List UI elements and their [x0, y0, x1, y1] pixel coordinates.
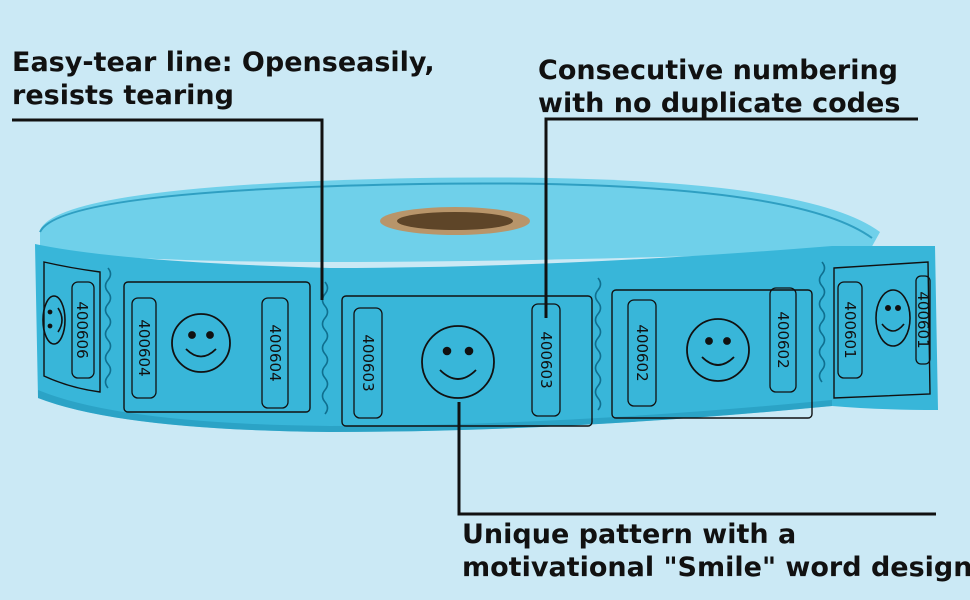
number-stub [837, 281, 863, 379]
ticket-number: 400604 [266, 324, 284, 381]
callout-text: resists tearing [12, 80, 234, 111]
callout-numbering: Consecutive numbering with no duplicate … [538, 54, 900, 120]
roll-core-hole [397, 212, 513, 230]
number-stub [71, 281, 95, 379]
number-stub [627, 299, 657, 407]
ticket-number: 400606 [73, 301, 91, 358]
ticket-number: 400603 [537, 331, 555, 388]
callout-pattern: Unique pattern with a motivational "Smil… [462, 518, 970, 584]
ticket-border [611, 289, 813, 419]
callout-text: Easy-tear line: Openseasily, [12, 47, 435, 78]
ticket-number: 400601 [841, 301, 859, 358]
smiley-face-icon [686, 318, 750, 382]
callout-text: Consecutive numbering [538, 55, 899, 86]
ticket-number: 400601 [914, 291, 932, 348]
number-stubs [71, 275, 931, 419]
ticket-borders [43, 261, 931, 427]
leader-line-tear [12, 118, 324, 300]
callout-tear-line: Easy-tear line: Openseasily, resists tea… [12, 46, 435, 112]
number-stub [769, 287, 797, 393]
number-stub [353, 307, 383, 419]
leader-line-pattern [457, 402, 936, 516]
ticket-border [123, 281, 311, 413]
ticket-number: 400603 [359, 334, 377, 391]
ticket-number: 400604 [135, 319, 153, 376]
number-stub [915, 275, 931, 365]
callout-leaders [12, 117, 936, 516]
smiley-face-icon [171, 313, 231, 373]
ticket-strip [35, 244, 938, 432]
leader-line-numbering [544, 117, 918, 318]
perforation-lines [104, 261, 826, 415]
number-stub [261, 297, 289, 409]
ticket-strip-shadow [38, 390, 832, 432]
ticket-border [833, 261, 931, 399]
callout-text: Unique pattern with a [462, 519, 797, 550]
ticket-border [43, 261, 101, 393]
ticket-border [341, 295, 593, 427]
number-stub [131, 297, 157, 399]
smiley-face-icon [875, 289, 911, 347]
smiley-face-icon [42, 295, 66, 345]
callout-text: motivational "Smile" word design [462, 552, 970, 583]
ticket-number: 400602 [633, 324, 651, 381]
smiley-face-icon [421, 325, 495, 399]
ticket-number: 400602 [774, 311, 792, 368]
callout-text: with no duplicate codes [538, 88, 901, 119]
roll-top-edge [39, 182, 873, 239]
